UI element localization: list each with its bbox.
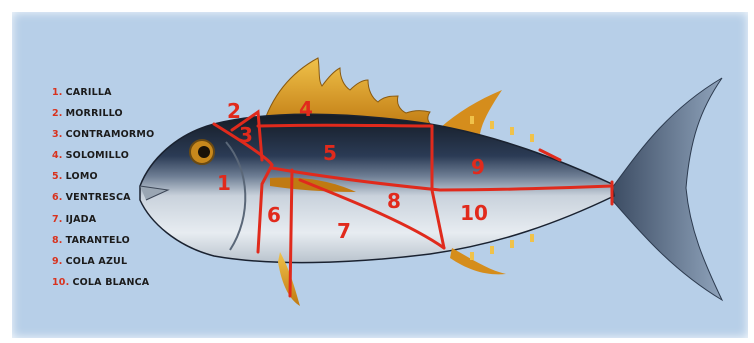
cut-line (290, 170, 292, 296)
cut-line (258, 125, 432, 126)
anal-fin (450, 248, 506, 274)
cut-number: 8 (387, 189, 401, 213)
tail-fin (612, 78, 722, 300)
cut-number: 7 (337, 219, 351, 243)
cut-number: 5 (323, 141, 337, 165)
cut-number: 9 (471, 155, 485, 179)
eye-pupil (198, 146, 210, 158)
cut-number: 1 (217, 171, 231, 195)
cut-number: 6 (267, 203, 281, 227)
cut-number: 10 (460, 201, 488, 225)
cut-number: 4 (299, 97, 313, 121)
cut-number: 2 (227, 99, 241, 123)
cut-number: 3 (239, 123, 253, 147)
